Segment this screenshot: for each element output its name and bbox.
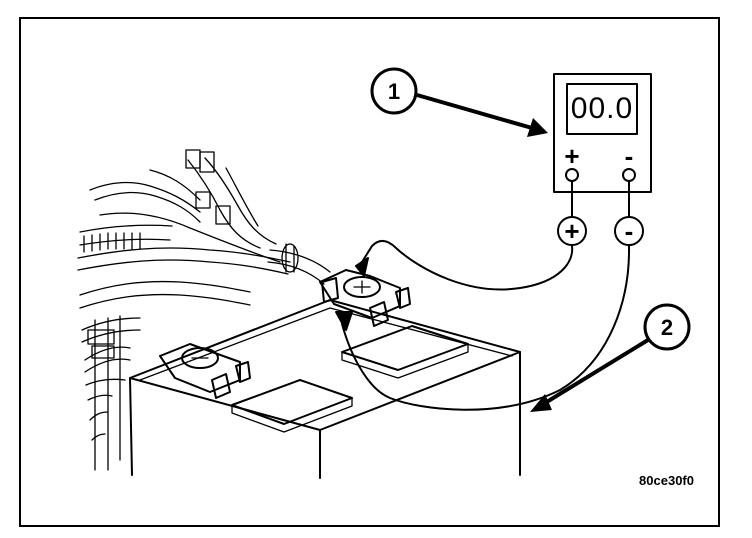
lead-plus-marker: + (557, 216, 587, 246)
test-leads (335, 181, 631, 411)
callout-1-label: 1 (388, 79, 400, 104)
callout-1: 1 (370, 67, 548, 137)
wiring-harness (77, 149, 331, 471)
positive-terminal (319, 269, 411, 327)
meter-plus-jack (565, 168, 579, 182)
callout-2-label: 2 (661, 315, 673, 340)
meter-plus-label: + (564, 141, 579, 171)
meter-minus-jack (622, 168, 636, 182)
meter-display: 00.0 (571, 92, 633, 125)
callout-2: 2 (530, 303, 691, 412)
voltmeter: 00.0 + - (553, 73, 652, 193)
lead-minus-label: - (625, 216, 634, 246)
figure-frame (19, 17, 720, 527)
negative-terminal (159, 343, 251, 399)
figure-code: 80ce30f0 (639, 473, 694, 488)
battery (129, 299, 521, 479)
lead-minus-marker: - (614, 216, 644, 246)
meter-minus-label: - (625, 141, 634, 171)
lead-plus-label: + (564, 216, 579, 246)
